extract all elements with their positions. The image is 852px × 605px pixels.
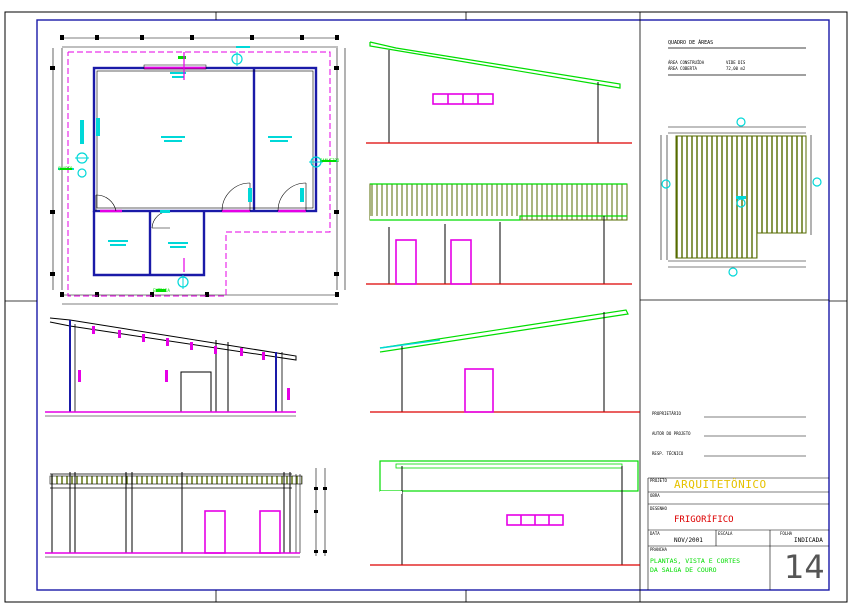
section-transversal (45, 468, 327, 558)
conteudo-label: PRANCHA (650, 547, 667, 552)
legend-row1-value: VIDE DIS (726, 60, 746, 65)
desenho-field-label: DESENHO (650, 506, 667, 511)
escala-value: INDICADA (794, 537, 823, 544)
roof-plan (660, 117, 822, 277)
elevation-side-1 (366, 41, 632, 144)
data-label: DATA (650, 531, 660, 536)
section-longitudinal (45, 317, 297, 417)
elevation-rear (370, 460, 640, 566)
escala-label: ESCALA (718, 531, 733, 536)
sheet-frame (4, 11, 848, 603)
elevation-side-2 (370, 309, 640, 413)
resp-label: RESP. TÉCNICO (652, 451, 684, 456)
conteudo-line2: DA SALGA DE COURO (650, 566, 717, 574)
legend-row2-value: 72,00 m2 (726, 66, 746, 71)
autor-label: AUTOR DO PROJETO (652, 431, 691, 436)
desenho-value: FRIGORÍFICO (674, 515, 734, 525)
proprietario-label: PROPRIETÁRIO (652, 411, 681, 416)
plan-door-label: ENTRADA (153, 288, 170, 293)
folha-label: FOLHA (780, 531, 793, 536)
conteudo-line1: PLANTAS, VISTA E CORTES (650, 557, 741, 565)
elevation-front (366, 183, 632, 285)
sheet-number: 14 (784, 548, 825, 586)
project-value: ARQUITETÔNICO (674, 478, 767, 491)
floor-plan (50, 35, 346, 305)
legend-row1-label: ÁREA CONSTRUÍDA (668, 60, 705, 65)
legend-row2-label: ÁREA COBERTA (668, 66, 697, 71)
plan-room-label-2: BANHEIRO (320, 158, 340, 163)
title-block-lines (647, 416, 829, 590)
area-legend (668, 47, 806, 76)
obra-label: OBRA (650, 493, 660, 498)
plan-room-label-1: QUARTO (58, 166, 73, 171)
project-field-label: PROJETO (650, 478, 667, 483)
legend-title: QUADRO DE ÁREAS (668, 40, 714, 46)
data-value: NOV/2001 (674, 537, 703, 544)
